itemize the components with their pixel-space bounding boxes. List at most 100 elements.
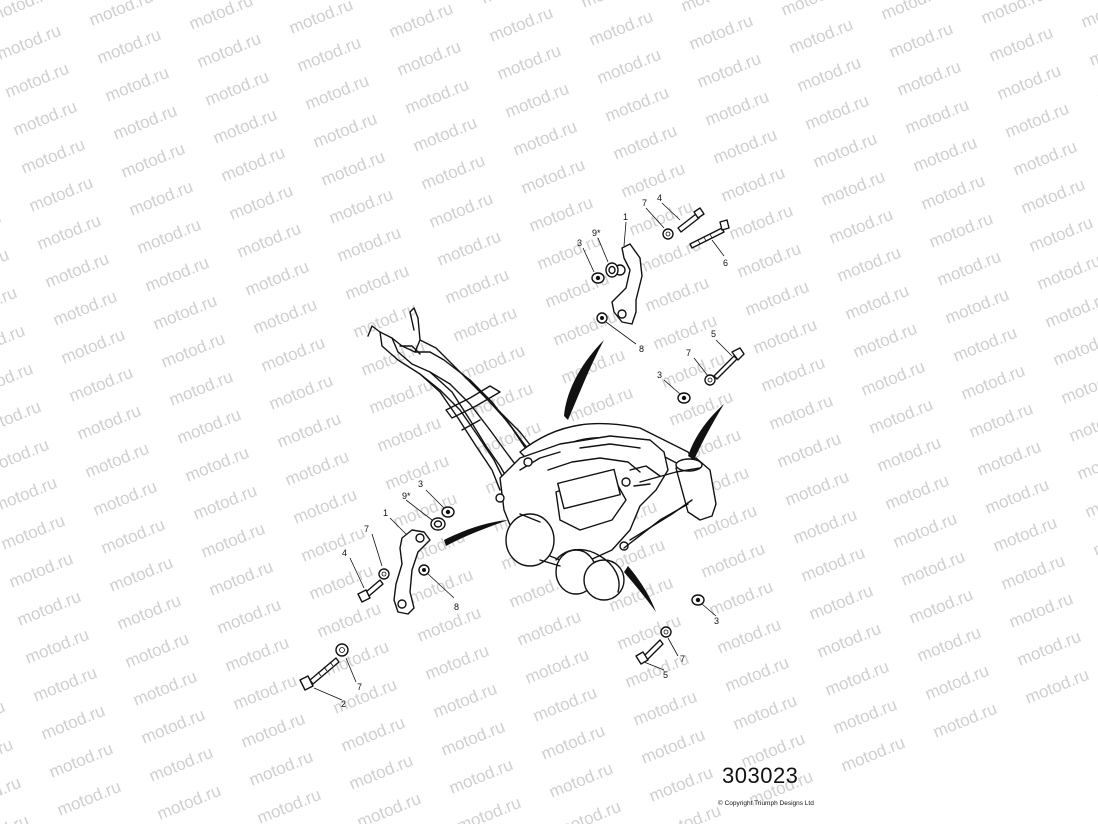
watermark-text: motod.ru <box>0 773 24 816</box>
watermark-text: motod.ru <box>810 129 879 172</box>
watermark-text: motod.ru <box>226 181 295 224</box>
watermark-text: motod.ru <box>438 717 507 760</box>
watermark-text: motod.ru <box>1078 0 1098 32</box>
watermark-text: motod.ru <box>586 7 655 50</box>
watermark-text: motod.ru <box>234 219 303 262</box>
callout-label: 3 <box>714 616 719 626</box>
watermark-text: motod.ru <box>110 101 179 144</box>
watermark-text: motod.ru <box>102 63 171 106</box>
watermark-text: motod.ru <box>86 0 155 30</box>
watermark-text: motod.ru <box>10 97 79 140</box>
watermark-text: motod.ru <box>0 811 32 824</box>
watermark-text: motod.ru <box>706 577 775 620</box>
right-front-mount-group <box>663 339 745 404</box>
watermark-text: motod.ru <box>722 653 791 696</box>
watermark-text: motod.ru <box>702 87 771 130</box>
watermark-text: motod.ru <box>894 57 963 100</box>
watermark-text: motod.ru <box>410 113 479 156</box>
callout-label: 8 <box>639 344 644 354</box>
callout-label: 3 <box>657 370 662 380</box>
watermark-text: motod.ru <box>906 585 975 628</box>
watermark-text: motod.ru <box>250 295 319 338</box>
bolt <box>357 579 384 603</box>
watermark-text: motod.ru <box>886 19 955 62</box>
watermark-text: motod.ru <box>734 239 803 282</box>
watermark-text: motod.ru <box>242 257 311 300</box>
watermark-text: motod.ru <box>1058 365 1098 408</box>
callout-label: 4 <box>657 193 662 203</box>
watermark-text: motod.ru <box>758 353 827 396</box>
watermark-text: motod.ru <box>366 375 435 418</box>
watermark-text: motod.ru <box>1066 403 1098 446</box>
callout-label: 9* <box>402 491 411 501</box>
watermark-text: motod.ru <box>322 637 391 680</box>
watermark-text: motod.ru <box>686 11 755 54</box>
washer <box>662 228 674 240</box>
watermark-text: motod.ru <box>58 325 127 368</box>
watermark-text: motod.ru <box>246 747 315 790</box>
watermark-text: motod.ru <box>942 285 1011 328</box>
watermark-text: motod.ru <box>38 701 107 744</box>
watermark-text: motod.ru <box>798 543 867 586</box>
watermark-text: motod.ru <box>122 629 191 672</box>
watermark-text: motod.ru <box>1086 27 1098 70</box>
watermark-text: motod.ru <box>374 413 443 456</box>
watermark-text: motod.ru <box>794 53 863 96</box>
washer <box>704 374 716 386</box>
callout-label: 7 <box>357 682 362 692</box>
watermark-text: motod.ru <box>54 777 123 820</box>
watermark-text: motod.ru <box>850 319 919 362</box>
watermark-text: motod.ru <box>430 679 499 722</box>
watermark-text: motod.ru <box>154 781 223 824</box>
watermark-text: motod.ru <box>214 595 283 638</box>
watermark-text: motod.ru <box>266 371 335 414</box>
watermark-text: motod.ru <box>134 215 203 258</box>
watermark-text: motod.ru <box>642 273 711 316</box>
copyright-notice: © Copyright Triumph Designs Ltd <box>718 800 814 807</box>
watermark-text: motod.ru <box>558 345 627 388</box>
watermark-text: motod.ru <box>518 155 587 198</box>
nut <box>691 594 705 606</box>
watermark-text: motod.ru <box>294 33 363 76</box>
watermark-text: motod.ru <box>114 591 183 634</box>
watermark-text: motod.ru <box>538 721 607 764</box>
watermark-text: motod.ru <box>766 391 835 434</box>
watermark-text: motod.ru <box>66 363 135 406</box>
watermark-text: motod.ru <box>282 447 351 490</box>
watermark-text: motod.ru <box>194 29 263 72</box>
watermark-text: motod.ru <box>394 37 463 80</box>
watermark-text: motod.ru <box>146 743 215 786</box>
watermark-text: motod.ru <box>422 641 491 684</box>
callout-label: 9* <box>592 228 601 238</box>
watermark-text: motod.ru <box>550 307 619 350</box>
watermark-text: motod.ru <box>446 755 515 798</box>
callout-label: 3 <box>418 479 423 489</box>
watermark-text: motod.ru <box>742 277 811 320</box>
watermark-text: motod.ru <box>2 59 71 102</box>
watermark-text: motod.ru <box>34 211 103 254</box>
watermark-text: motod.ru <box>778 0 847 20</box>
watermark-text: motod.ru <box>678 0 747 16</box>
watermark-text: motod.ru <box>190 481 259 524</box>
watermark-text: motod.ru <box>302 71 371 114</box>
watermark-text: motod.ru <box>230 671 299 714</box>
watermark-text: motod.ru <box>0 21 64 64</box>
watermark-text: motod.ru <box>974 437 1043 480</box>
watermark-text: motod.ru <box>698 539 767 582</box>
watermark-text: motod.ru <box>46 739 115 782</box>
watermark-text: motod.ru <box>602 83 671 126</box>
watermark-text: motod.ru <box>982 475 1051 518</box>
washer <box>378 568 390 580</box>
watermark-text: motod.ru <box>0 697 8 740</box>
watermark-text: motod.ru <box>42 249 111 292</box>
watermark-text: motod.ru <box>802 91 871 134</box>
bolt <box>689 219 730 249</box>
watermark-text: motod.ru <box>386 0 455 42</box>
callout-label: 7 <box>364 524 369 534</box>
watermark-text: motod.ru <box>354 789 423 824</box>
watermark-text: motod.ru <box>202 67 271 110</box>
watermark-text: motod.ru <box>126 177 195 220</box>
watermark-text: motod.ru <box>0 207 4 250</box>
watermark-text: motod.ru <box>626 197 695 240</box>
nut <box>677 392 691 404</box>
